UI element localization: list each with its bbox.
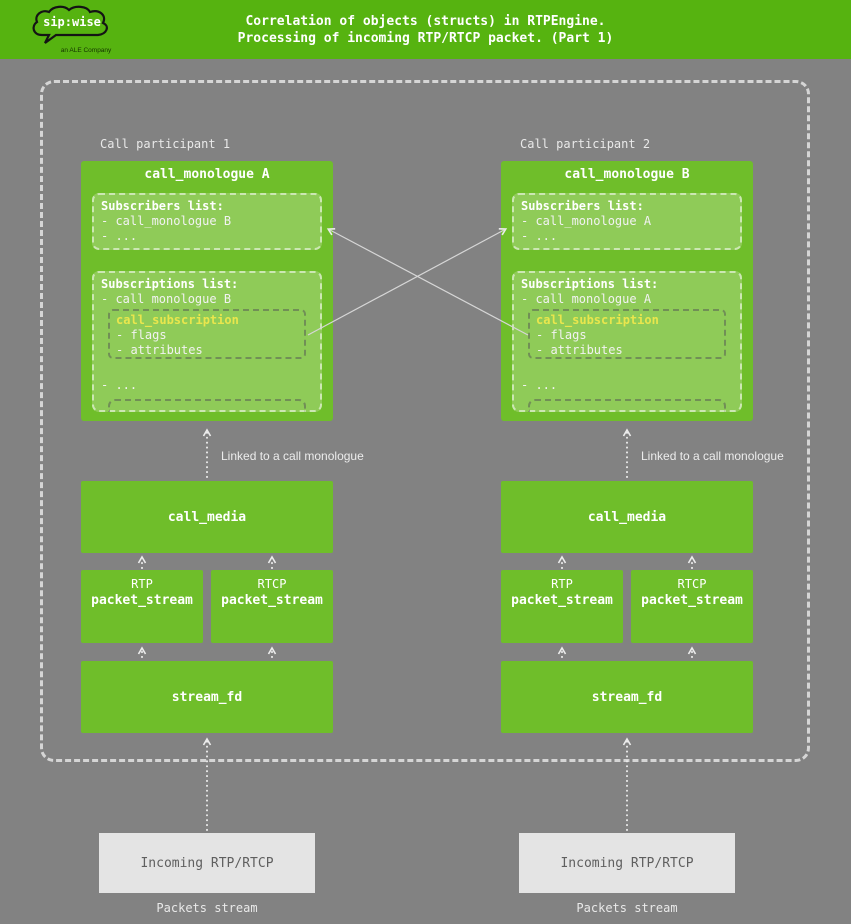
call-subscription-partial-box xyxy=(108,399,306,412)
packet-stream-label: packet_stream xyxy=(91,593,193,608)
subscriptions-title: Subscriptions list: xyxy=(521,277,659,291)
packet-stream-box: RTP packet_stream xyxy=(81,570,203,643)
incoming-rtp-box: Incoming RTP/RTCP xyxy=(519,833,735,893)
packets-stream-label: Packets stream xyxy=(576,901,678,915)
stream-fd-box: stream_fd xyxy=(501,661,753,733)
packet-stream-label: packet_stream xyxy=(221,593,323,608)
call-subscription-title: call_subscription xyxy=(536,313,659,327)
participant-label: Call participant 2 xyxy=(520,137,651,151)
subscribers-item: - call_monologue B xyxy=(101,214,232,228)
call-subscription-item: - attributes xyxy=(116,343,203,357)
header-bar: sip:wise an ALE Company Correlation of o… xyxy=(0,0,851,59)
participant-2-column: Call participant 2 call_monologue B Subs… xyxy=(501,136,784,922)
packet-stream-label: packet_stream xyxy=(641,593,743,608)
subscriptions-item: - call monologue A xyxy=(521,292,652,306)
call-subscription-item: - flags xyxy=(116,328,167,342)
call-monologue-title: call_monologue A xyxy=(144,167,270,182)
incoming-rtp-box: Incoming RTP/RTCP xyxy=(99,833,315,893)
linked-to-monologue-label: Linked to a call monologue xyxy=(641,449,784,463)
page-title: Correlation of objects (structs) in RTPE… xyxy=(238,13,614,47)
stream-type-label: RTP xyxy=(131,577,153,591)
packets-stream-label: Packets stream xyxy=(156,901,258,915)
call-subscription-partial-box xyxy=(528,399,726,412)
stream-fd-box: stream_fd xyxy=(81,661,333,733)
packet-stream-box: RTP packet_stream xyxy=(501,570,623,643)
subscribers-title: Subscribers list: xyxy=(101,199,224,213)
page-title-line1: Correlation of objects (structs) in RTPE… xyxy=(245,13,606,29)
logo-subtext: an ALE Company xyxy=(61,47,112,54)
subscribers-list-box: Subscribers list: - call_monologue A - .… xyxy=(512,193,742,250)
subscribers-title: Subscribers list: xyxy=(521,199,644,213)
participant-label: Call participant 1 xyxy=(100,137,231,151)
sipwise-logo: sip:wise an ALE Company xyxy=(32,5,112,54)
rtpengine-frame xyxy=(40,80,810,762)
subscriptions-title: Subscriptions list: xyxy=(101,277,239,291)
packet-stream-label: packet_stream xyxy=(511,593,613,608)
stream-type-label: RTP xyxy=(551,577,573,591)
call-subscription-item: - attributes xyxy=(536,343,623,357)
subscribers-item: - ... xyxy=(101,229,138,243)
linked-to-monologue-label: Linked to a call monologue xyxy=(221,449,364,463)
subscribers-item: - ... xyxy=(521,229,558,243)
subscribers-list-box: Subscribers list: - call_monologue B - .… xyxy=(92,193,322,250)
subscriptions-ellipsis: - ... xyxy=(101,378,138,392)
call-subscription-box: call_subscription - flags - attributes xyxy=(108,309,306,359)
call-media-box: call_media xyxy=(81,481,333,553)
call-monologue-box: call_monologue A Subscribers list: - cal… xyxy=(81,161,333,421)
logo-cloud-icon xyxy=(32,5,108,44)
subscriptions-list-box: Subscriptions list: - call monologue A c… xyxy=(512,271,742,412)
stream-type-label: RTCP xyxy=(257,577,287,591)
call-monologue-box: call_monologue B Subscribers list: - cal… xyxy=(501,161,753,421)
packet-stream-box: RTCP packet_stream xyxy=(211,570,333,643)
call-monologue-title: call_monologue B xyxy=(564,167,690,182)
call-subscription-box: call_subscription - flags - attributes xyxy=(528,309,726,359)
page-title-line2: Processing of incoming RTP/RTCP packet. … xyxy=(237,30,614,46)
logo-text: sip:wise xyxy=(43,15,101,29)
subscriptions-item: - call monologue B xyxy=(101,292,232,306)
participant-1-column: Call participant 1 call_monologue A Subs… xyxy=(81,136,364,922)
call-subscription-item: - flags xyxy=(536,328,587,342)
subscriptions-list-box: Subscriptions list: - call monologue B c… xyxy=(92,271,322,412)
packet-stream-box: RTCP packet_stream xyxy=(631,570,753,643)
subscribers-item: - call_monologue A xyxy=(521,214,652,228)
call-media-box: call_media xyxy=(501,481,753,553)
stream-type-label: RTCP xyxy=(677,577,707,591)
call-subscription-title: call_subscription xyxy=(116,313,239,327)
subscriptions-ellipsis: - ... xyxy=(521,378,558,392)
